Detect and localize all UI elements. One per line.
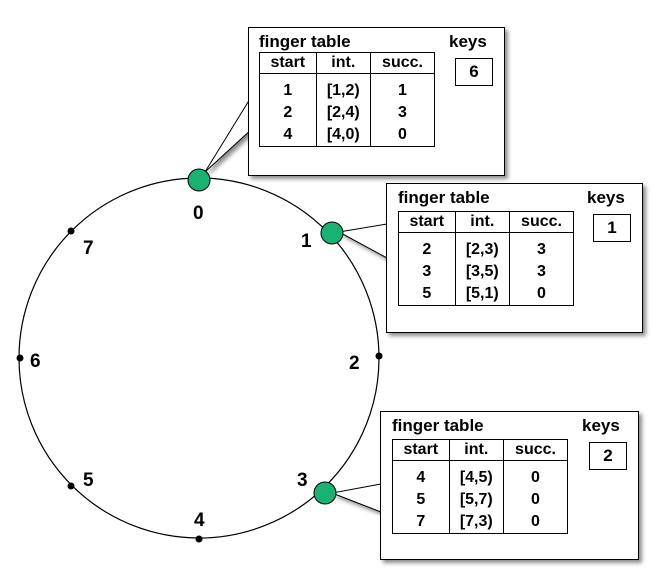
start-cell: 2 [283,104,293,121]
successor-cell: 0 [509,283,574,306]
start-cell: 7 [416,513,426,530]
column-header-interval: int. [448,439,504,461]
column-header-interval: int. [315,52,371,74]
successor-cell: 0 [503,460,568,489]
keys-value: 2 [589,442,627,470]
callout-pointer-node-3 [330,483,382,513]
callout-pointer-node-0 [204,92,254,173]
column-header-start: start [398,211,456,233]
successor-cell: 0 [370,124,435,147]
start-cell: 5 [416,491,426,508]
node-1 [320,221,344,245]
start-cell: 3 [422,263,432,280]
identifier-label-6: 6 [30,351,41,372]
interval-cell: [4,5) [448,460,504,489]
column-header-successor: succ. [509,211,574,233]
finger-table: start int. succ. 1 [1,2) 1 2 [2,4) 3 4 [… [259,52,435,147]
table-row: 7 [7,3) 0 [393,511,568,534]
start-cell: 2 [422,241,432,258]
table-row: 1 [1,2) 1 [260,73,435,102]
column-header-successor: succ. [503,439,568,461]
successor-cell: 0 [503,489,568,511]
interval-cell: [2,3) [454,232,510,261]
identifier-label-4: 4 [194,510,205,531]
identifier-label-1: 1 [301,231,312,252]
identifier-dot-2 [375,352,383,360]
successor-cell: 0 [503,511,568,534]
finger-table-title: finger table [392,416,484,435]
identifier-dot-6 [16,354,24,362]
table-row: 2 [2,3) 3 [399,232,574,261]
column-header-successor: succ. [370,52,435,74]
column-header-interval: int. [454,211,510,233]
keys-title: keys [449,32,487,51]
node-3 [313,481,337,505]
column-header-start: start [259,52,317,74]
successor-cell: 3 [509,232,574,261]
column-header-start: start [392,439,450,461]
interval-cell: [7,3) [448,511,504,534]
finger-table-title: finger table [398,188,490,207]
finger-table-panel-node-1: finger table keys 1 start int. succ. 2 [… [386,183,643,333]
finger-table: start int. succ. 2 [2,3) 3 3 [3,5) 3 5 [… [398,211,574,306]
identifier-label-0: 0 [193,203,204,224]
keys-value: 6 [455,58,493,86]
table-row: 5 [5,1) 0 [399,283,574,306]
identifier-dot-5 [67,482,75,490]
start-cell: 5 [422,285,432,302]
identifier-label-2: 2 [349,353,360,374]
successor-cell: 1 [370,73,435,102]
keys-title: keys [582,416,620,435]
identifier-label-3: 3 [297,470,308,491]
identifier-label-5: 5 [83,470,94,491]
finger-table-panel-node-3: finger table keys 2 start int. succ. 4 [… [380,411,639,560]
start-cell: 1 [283,82,293,99]
interval-cell: [3,5) [454,261,510,283]
finger-table-title: finger table [259,32,351,51]
identifier-label-7: 7 [83,238,94,259]
identifier-dot-4 [195,535,203,543]
node-0 [187,168,211,192]
interval-cell: [4,0) [315,124,371,147]
table-row: 2 [2,4) 3 [260,102,435,124]
table-row: 3 [3,5) 3 [399,261,574,283]
finger-table-panel-node-0: finger table keys 6 start int. succ. 1 [… [248,27,505,176]
keys-title: keys [587,188,625,207]
keys-value: 1 [593,214,631,242]
interval-cell: [1,2) [315,73,371,102]
table-row: 4 [4,5) 0 [393,460,568,489]
start-cell: 4 [416,469,426,486]
interval-cell: [2,4) [315,102,371,124]
interval-cell: [5,1) [454,283,510,306]
table-row: 4 [4,0) 0 [260,124,435,147]
start-cell: 4 [283,126,293,143]
successor-cell: 3 [509,261,574,283]
finger-table: start int. succ. 4 [4,5) 0 5 [5,7) 0 7 [… [392,439,568,534]
callout-pointer-node-1 [337,223,388,259]
identifier-dot-7 [67,227,75,235]
interval-cell: [5,7) [448,489,504,511]
successor-cell: 3 [370,102,435,124]
table-row: 5 [5,7) 0 [393,489,568,511]
